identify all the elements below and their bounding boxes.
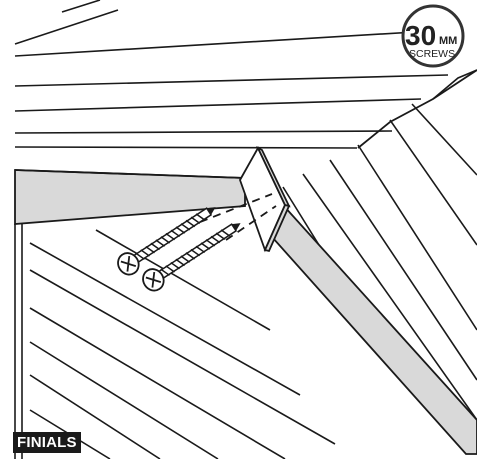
left-fascia-board bbox=[14, 169, 246, 225]
screw-guide-lines bbox=[199, 193, 277, 241]
finial-bracket-icon bbox=[239, 146, 291, 253]
left-post-edge bbox=[14, 224, 23, 459]
screw-icon bbox=[142, 223, 241, 292]
upper-roof-sheeting bbox=[14, 0, 449, 149]
finials-label: FINIALS bbox=[13, 432, 81, 453]
ridge-edge bbox=[357, 69, 477, 149]
badge-unit: MM bbox=[439, 35, 457, 47]
screw-size-badge: 30 MM SCREWS bbox=[401, 4, 465, 68]
badge-number: 30 bbox=[405, 20, 436, 51]
right-roof-sheeting bbox=[282, 69, 477, 421]
badge-caption: SCREWS bbox=[409, 48, 455, 60]
screw-icon bbox=[117, 207, 216, 276]
